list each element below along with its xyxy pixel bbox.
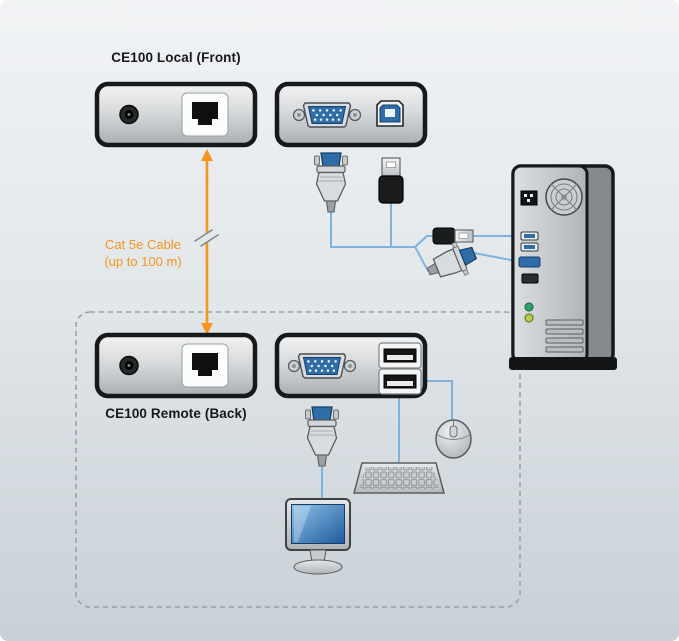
- cat5e-double-arrow: [193, 149, 221, 335]
- mouse-icon: [435, 419, 472, 459]
- usb-a-ports-icon: [378, 342, 422, 395]
- vga-cable-plug-icon: [313, 152, 349, 213]
- remote-console-panel: [277, 335, 425, 396]
- screen-glare: [294, 506, 311, 542]
- audio-jacks-icon: [524, 302, 534, 323]
- scroll-wheel-icon: [449, 425, 458, 438]
- mouse-cable-line: [420, 380, 453, 422]
- usb-b-port-icon: [376, 100, 404, 127]
- vga-to-pc-line: [473, 252, 517, 262]
- vga-cable-line: [330, 211, 416, 248]
- arrowhead-up-icon: [201, 149, 213, 161]
- monitor-vga-plug-icon: [304, 406, 340, 467]
- fan-grille-icon: [545, 178, 583, 216]
- vga-plug-to-pc-icon: [426, 241, 478, 278]
- ce100-remote-unit: [97, 335, 255, 396]
- remote-unit-title: CE100 Remote (Back): [105, 406, 247, 421]
- tower-base: [509, 357, 617, 370]
- computer-tower: [509, 164, 617, 370]
- kvm-cable-lines: [321, 202, 517, 501]
- monitor-icon: [285, 498, 351, 575]
- cable-split-vga-line: [414, 246, 430, 272]
- cat5e-cable-label-line2: (up to 100 m): [104, 254, 182, 269]
- arrowhead-down-icon: [201, 323, 213, 335]
- expansion-slots-icon: [545, 319, 584, 353]
- remote-setup-boundary: [75, 311, 521, 608]
- cable-break-icon: [193, 226, 221, 248]
- keyboard-icon: [353, 462, 445, 494]
- local-unit-title: CE100 Local (Front): [111, 50, 241, 65]
- usb-cable-plug-icon: [378, 157, 404, 204]
- ce100-local-unit: [97, 84, 255, 145]
- local-console-panel: [277, 84, 425, 145]
- pc-serial-port-icon: [521, 273, 539, 284]
- cat5e-cable-label: Cat 5e Cable (up to 100 m): [84, 236, 202, 270]
- usb-plug-to-pc-icon: [432, 227, 474, 245]
- power-inlet-icon: [520, 190, 538, 206]
- cable-split-usb-line: [414, 235, 434, 248]
- cat5e-cable-label-line1: Cat 5e Cable: [105, 237, 181, 252]
- pc-usb-ports-icon: [520, 231, 539, 252]
- pc-vga-port-icon: [518, 256, 541, 268]
